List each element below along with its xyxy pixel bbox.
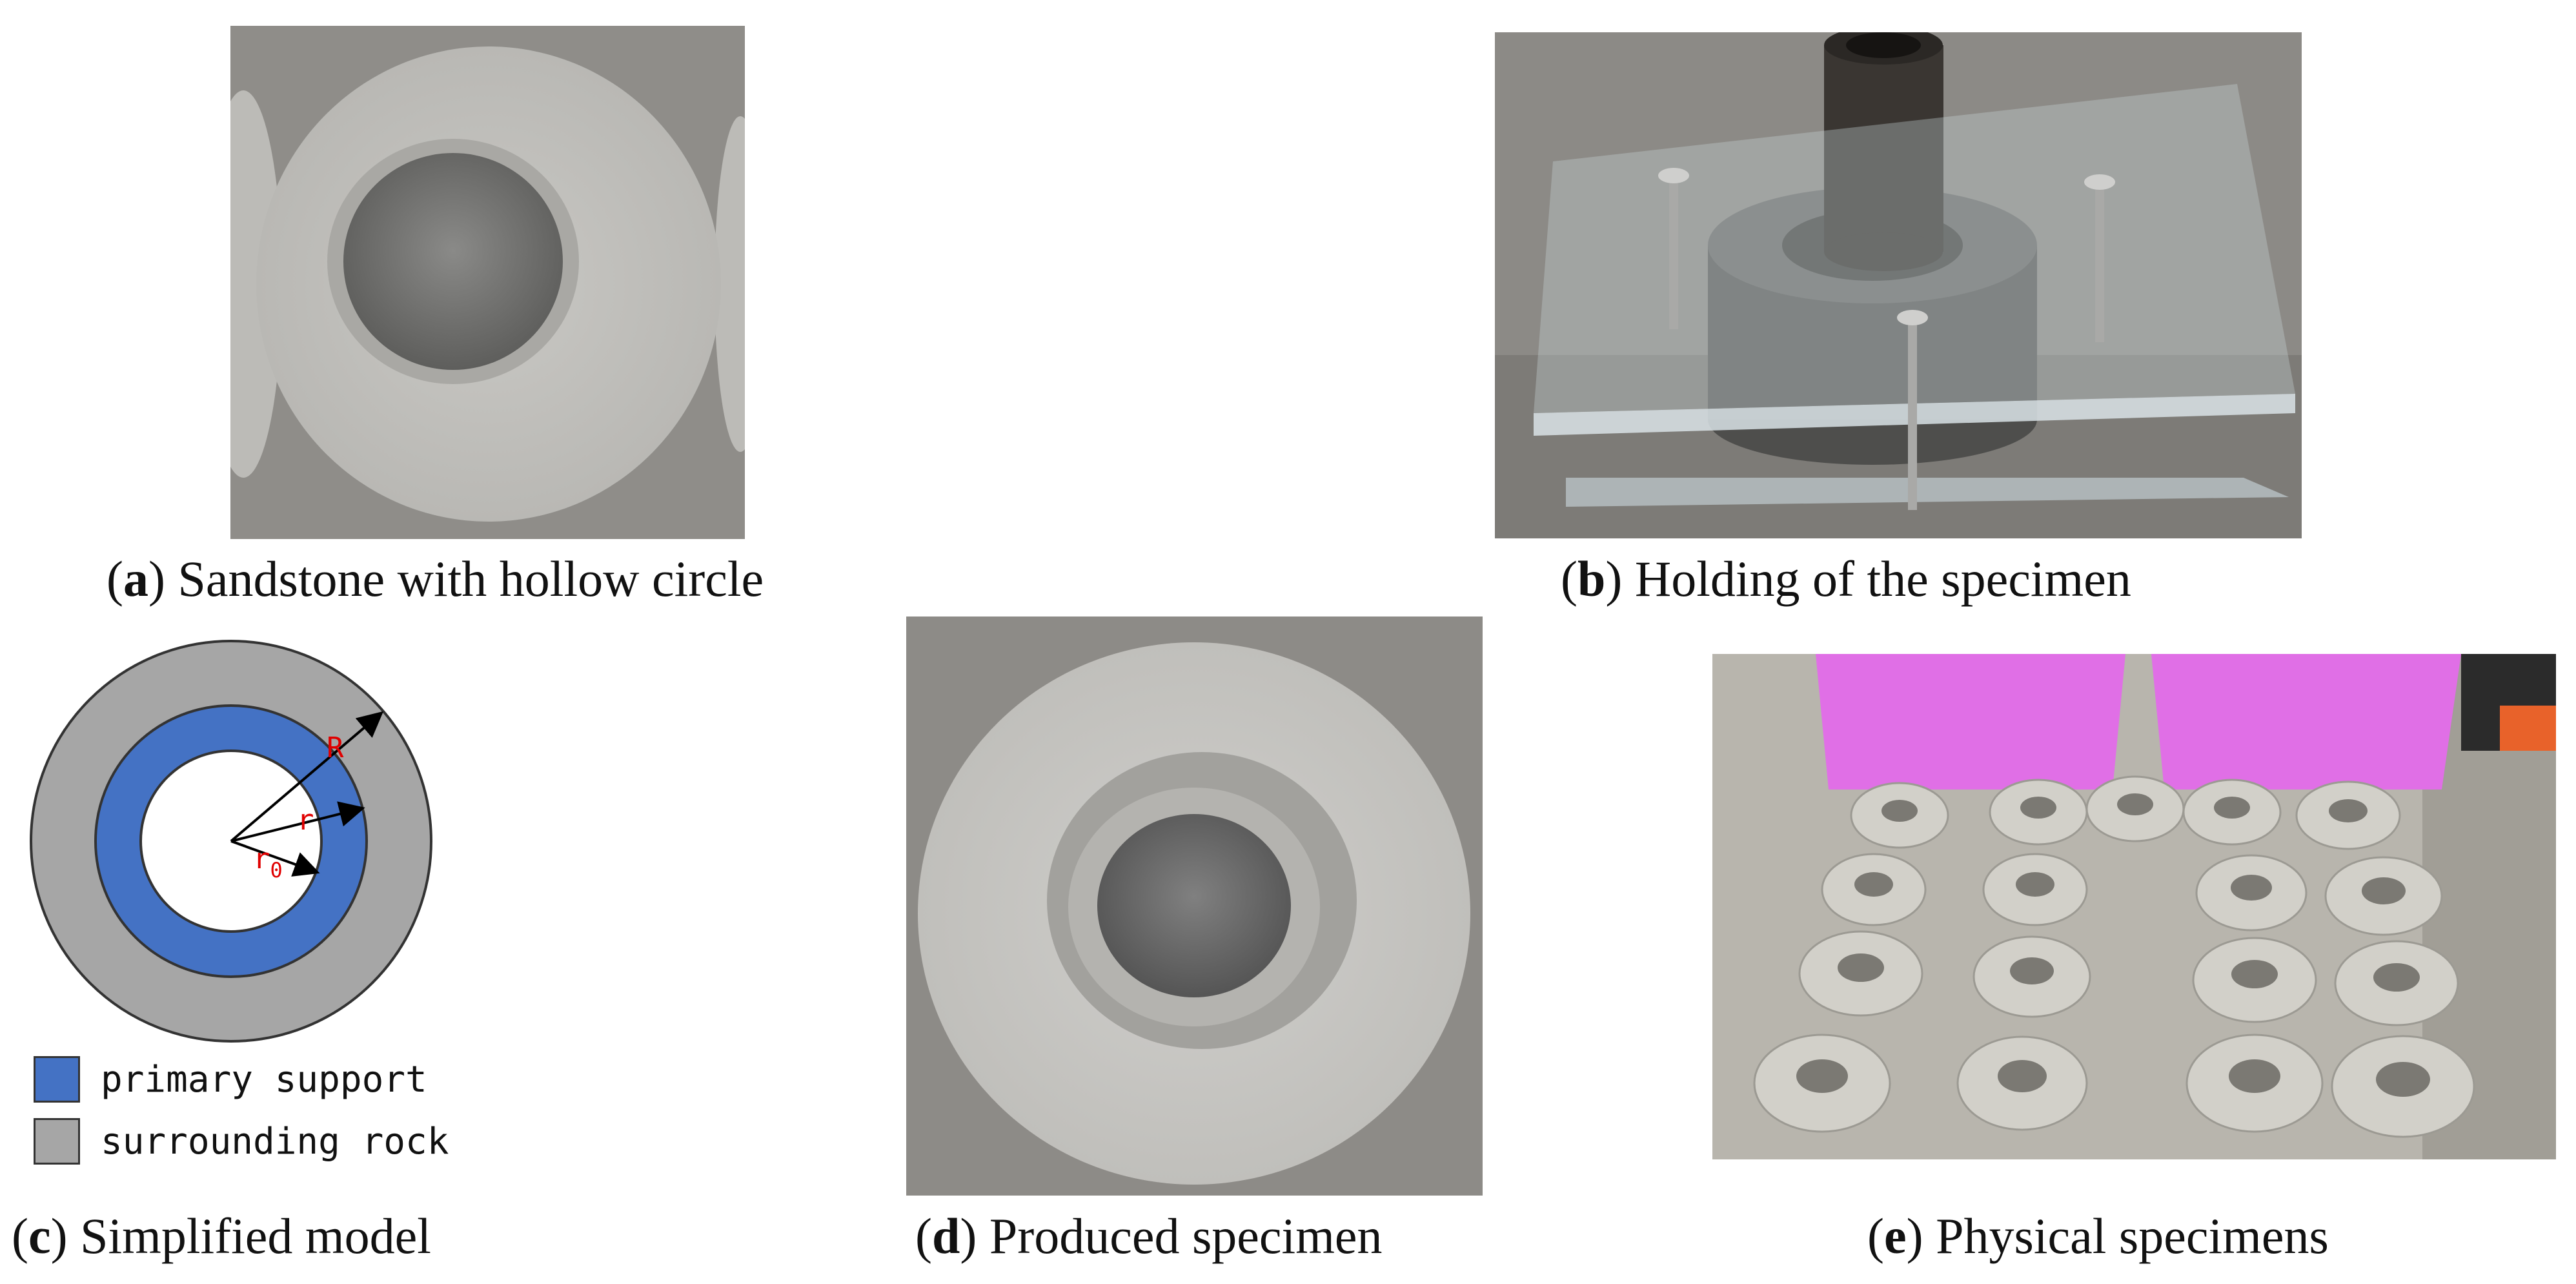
legend-swatch-surrounding-rock <box>34 1118 80 1165</box>
legend-surrounding-rock: surrounding rock <box>34 1118 449 1165</box>
radius-R-arrow <box>230 711 384 842</box>
photo-b-holding-fixture <box>1495 32 2302 538</box>
caption-d: (d) Produced specimen <box>915 1208 1383 1264</box>
model-rings: R r r0 <box>30 640 432 1043</box>
photo-e-physical-specimens <box>1712 654 2556 1159</box>
caption-a: (a) Sandstone with hollow circle <box>106 551 764 607</box>
legend-label-primary-support: primary support <box>101 1058 427 1101</box>
legend-primary-support: primary support <box>34 1056 427 1103</box>
diagram-c-simplified-model: R r r0 <box>26 636 439 1049</box>
photo-e-illustration <box>1712 654 2556 1159</box>
specimen-holes <box>1796 793 2430 1097</box>
legend-swatch-primary-support <box>34 1056 80 1103</box>
caption-e: (e) Physical specimens <box>1867 1208 2329 1264</box>
photo-a-sandstone <box>230 26 745 539</box>
label-r0: r0 <box>253 842 283 882</box>
caption-c: (c) Simplified model <box>12 1208 431 1264</box>
radius-r-arrow <box>230 801 365 842</box>
label-R: R <box>327 731 344 764</box>
photo-a-illustration <box>230 26 745 539</box>
radius-r0-arrow <box>230 840 320 877</box>
caption-b: (b) Holding of the specimen <box>1561 551 2131 607</box>
photo-d-produced-specimen <box>906 617 1483 1196</box>
legend-label-surrounding-rock: surrounding rock <box>101 1120 449 1163</box>
label-r: r <box>297 804 314 837</box>
photo-d-illustration <box>906 617 1483 1196</box>
photo-b-illustration <box>1495 32 2302 538</box>
